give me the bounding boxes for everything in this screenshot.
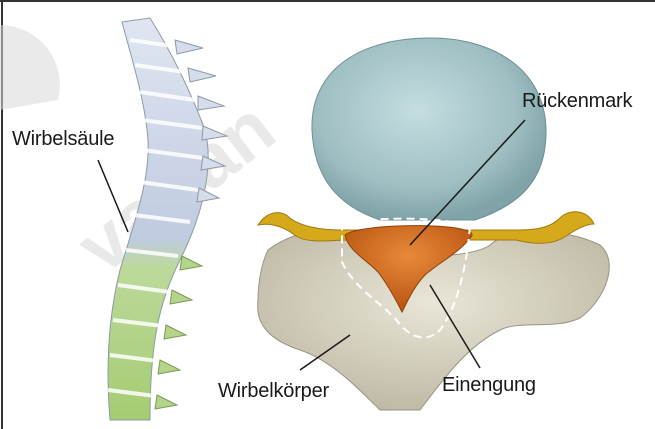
label-spinal-cord: Rückenmark xyxy=(522,90,632,113)
label-vertebral-body: Wirbelkörper xyxy=(218,380,329,403)
label-spine: Wirbelsäule xyxy=(12,128,114,151)
intervertebral-disc xyxy=(312,38,546,220)
label-narrowing: Einengung xyxy=(442,374,536,397)
